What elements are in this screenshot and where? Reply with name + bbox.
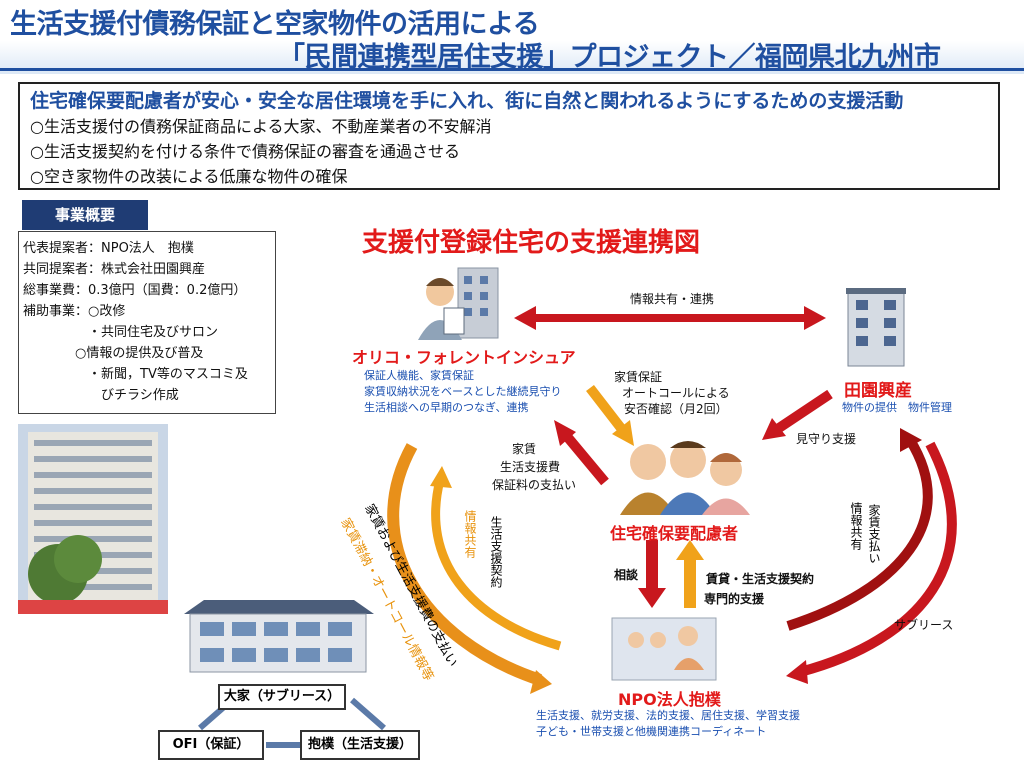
label-specialist: 専門的支援 [704,592,765,606]
npo-illustration [611,617,717,681]
denen-sub: 物件の提供 物件管理 [842,401,952,414]
label-info-share-left: 情報共有 [463,510,477,558]
page-title-line2: 「民間連携型居住支援」プロジェクト／福岡県北九州市 [278,42,941,73]
org-ofi: OFI（保証） [158,730,264,760]
title-divider [0,68,1024,71]
label-contract: 賃貸・生活支援契約 [706,572,815,586]
overview-label: 事業概要 [22,200,148,230]
org-houboku: 抱樸（生活支援） [300,730,420,760]
orico-name: オリコ・フォレントインシュア [352,348,576,367]
overview-line: 補助事業：○改修 [23,304,126,319]
diagram-title: 支援付登録住宅の支援連携図 [362,228,701,258]
npo-name: NPO法人抱樸 [618,690,721,709]
label-rent-pay: 家賃支払い [867,504,881,564]
summary-item: ○生活支援付の債務保証商品による大家、不動産業者の不安解消 [30,117,492,136]
overview-line: びチラシ作成 [23,388,179,403]
orico-sub: 家賃収納状況をベースとした継続見守り [364,385,562,398]
summary-headline: 住宅確保要配慮者が安心・安全な居住環境を手に入れ、街に自然と関われるようにするた… [30,90,904,112]
denen-building [846,288,906,367]
orico-illustration [418,267,499,340]
overview-line: ・共同住宅及びサロン [23,325,219,340]
summary-item: ○生活支援契約を付ける条件で債務保証の審査を通過させる [30,142,460,161]
label-rent-guarantee: 家賃保証 [614,370,663,384]
label-life-contract: 生活支援契約 [489,516,503,588]
resident-name: 住宅確保要配慮者 [610,524,739,543]
page-title-line1: 生活支援付債務保証と空家物件の活用による [10,9,540,40]
label-payment: 保証料の支払い [492,478,577,492]
orico-sub: 生活相談への早期のつなぎ、連携 [364,401,529,414]
label-autocall: オートコールによる [622,386,730,400]
summary-box: 住宅確保要配慮者が安心・安全な居住環境を手に入れ、街に自然と関われるようにするた… [18,82,1000,190]
npo-sub: 生活支援、就労支援、法的支援、居住支援、学習支援 [536,709,800,722]
label-watch: 見守り支援 [796,432,857,446]
label-info-share: 情報共有・連携 [630,292,715,306]
label-info-share-right: 情報共有 [849,502,863,550]
label-sublease: サブリース [894,618,954,632]
summary-item: ○空き家物件の改装による低廉な物件の確保 [30,167,348,186]
denen-name: 田園興産 [844,381,912,401]
overview-line: 共同提案者：株式会社田園興産 [23,262,206,277]
residents-illustration [620,441,750,515]
overview-line: 代表提案者：NPO法人 抱樸 [23,241,194,256]
sublease-building [184,600,374,673]
org-owner: 大家（サブリース） [218,684,346,710]
overview-line: ○情報の提供及び普及 [23,346,204,361]
label-safety-check: 安否確認（月2回） [624,402,728,416]
label-payment: 生活支援費 [500,460,561,474]
orico-sub: 保証人機能、家賃保証 [364,369,474,382]
npo-sub: 子ども・世帯支援と他機関連携コーディネート [536,725,767,738]
label-payment: 家賃 [512,442,537,456]
title-bar: 生活支援付債務保証と空家物件の活用による 「民間連携型居住支援」プロジェクト／福… [0,0,1024,74]
overview-box: 代表提案者：NPO法人 抱樸 共同提案者：株式会社田園興産 総事業費：0.3億円… [18,231,276,414]
label-consult: 相談 [614,568,639,582]
overview-line: 総事業費：0.3億円（国費：0.2億円） [23,283,247,298]
overview-line: ・新聞，TV等のマスコミ及 [23,367,248,382]
apartment-photo [18,424,168,614]
